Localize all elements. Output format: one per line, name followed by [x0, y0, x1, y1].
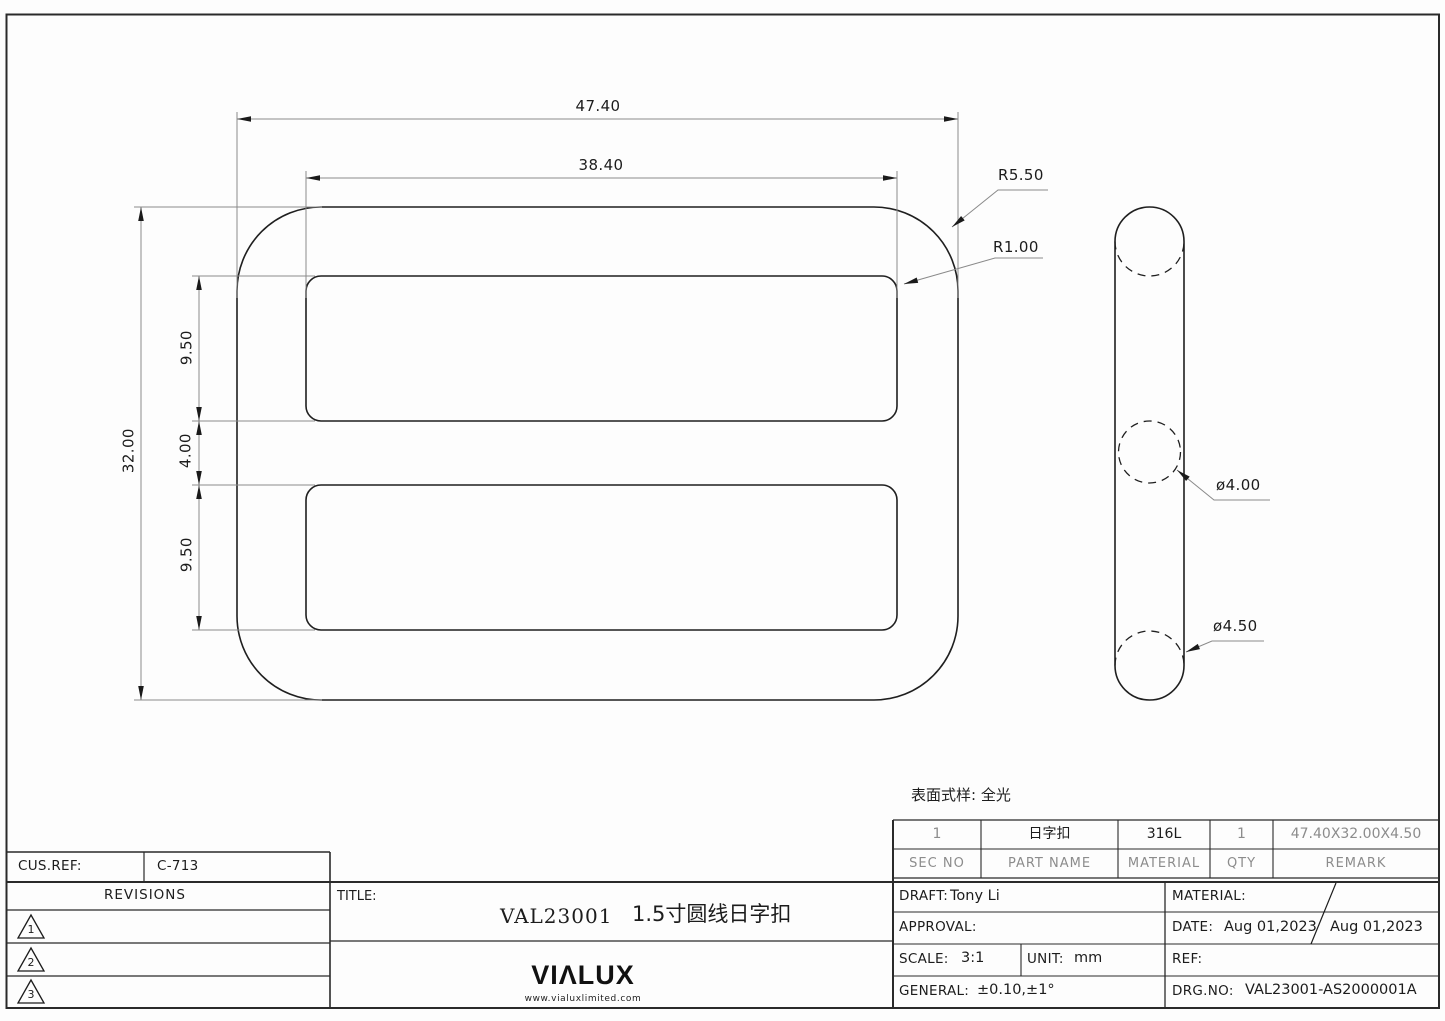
parts-part-name: 日字扣	[1028, 826, 1071, 842]
draft-label: DRAFT:	[899, 888, 949, 904]
side-profile	[1114, 206, 1185, 701]
dimension-arrows	[138, 116, 958, 700]
revisions-label: REVISIONS	[104, 887, 186, 903]
revision-triangles	[16, 913, 46, 1004]
front-view-outline	[236, 206, 959, 701]
general-label: GENERAL:	[899, 983, 970, 999]
revision-number-1: 1	[27, 923, 35, 936]
date-slash	[1310, 882, 1337, 945]
revision-triangle-2	[16, 946, 46, 972]
dim-bottom-slot-height: 9.50	[177, 537, 196, 573]
parts-sec-no: 1	[932, 826, 942, 842]
date-value-1: Aug 01,2023	[1224, 919, 1317, 935]
vialux-website: www.vialuxlimited.com	[524, 994, 642, 1004]
dim-center-bar: 4.00	[176, 433, 195, 469]
leader-lines	[903, 189, 1270, 653]
dim-overall-width: 47.40	[575, 97, 621, 115]
vialux-logo: VIΛLUX	[531, 960, 635, 990]
page-border	[5, 13, 1440, 1009]
parts-header-material: MATERIAL	[1127, 856, 1201, 871]
buckle-outer-profile	[236, 206, 959, 701]
dim-top-slot-height: 9.50	[177, 330, 196, 366]
hidden-circle-top	[1114, 241, 1185, 277]
approval-label: APPROVAL:	[899, 919, 977, 935]
leader-r5-50	[951, 189, 1048, 228]
title-label: TITLE:	[337, 889, 377, 904]
parts-header-qty: QTY	[1226, 856, 1257, 871]
leader-r1-00	[903, 257, 1043, 285]
cus-ref-value: C-713	[157, 858, 199, 874]
side-view-outline	[1114, 206, 1185, 701]
label-slot-radius: R1.00	[993, 238, 1039, 256]
draft-value: Tony Li	[950, 888, 1000, 904]
unit-label: UNIT:	[1027, 951, 1064, 967]
parts-material: 316L	[1146, 826, 1182, 842]
scale-label: SCALE:	[899, 951, 949, 967]
label-frame-diameter: ø4.50	[1213, 617, 1258, 635]
parts-header-part-name: PART NAME	[1007, 856, 1092, 871]
revision-number-2: 2	[27, 956, 35, 969]
hidden-circle-middle	[1117, 420, 1182, 484]
parts-qty: 1	[1237, 826, 1246, 842]
date-value-2: Aug 01,2023	[1330, 919, 1423, 935]
table-grid	[6, 819, 1439, 1008]
parts-header-remark: REMARK	[1325, 856, 1387, 871]
part-number: VAL23001	[500, 904, 613, 928]
leader-dia-4-00	[1176, 469, 1270, 501]
dim-overall-height: 32.00	[119, 428, 138, 474]
material-label: MATERIAL:	[1172, 888, 1246, 904]
buckle-top-slot	[305, 275, 898, 422]
date-label: DATE:	[1172, 919, 1214, 935]
part-title: 1.5寸圆线日字扣	[632, 902, 792, 926]
drg-no-label: DRG.NO:	[1172, 983, 1234, 999]
surface-finish-note: 表面式样: 全光	[911, 786, 1011, 804]
dim-slot-width: 38.40	[578, 156, 624, 174]
cus-ref-label: CUS.REF:	[18, 858, 82, 874]
revision-number-3: 3	[27, 988, 35, 1001]
revision-triangle-1	[16, 913, 46, 939]
scale-value: 3:1	[961, 950, 985, 966]
buckle-bottom-slot	[305, 484, 898, 631]
parts-remark: 47.40X32.00X4.50	[1290, 826, 1422, 842]
unit-value: mm	[1074, 950, 1103, 966]
hidden-circle-bottom	[1114, 630, 1185, 666]
label-center-bar-diameter: ø4.00	[1216, 476, 1261, 494]
leader-arrows	[904, 216, 1200, 652]
label-corner-radius: R5.50	[998, 166, 1044, 184]
drg-no-value: VAL23001-AS2000001A	[1245, 982, 1417, 998]
dimension-lines	[134, 112, 959, 701]
revision-triangle-3	[16, 978, 46, 1004]
general-value: ±0.10,±1°	[977, 982, 1055, 998]
ref-label: REF:	[1172, 951, 1203, 967]
parts-header-sec-no: SEC NO	[909, 856, 965, 871]
